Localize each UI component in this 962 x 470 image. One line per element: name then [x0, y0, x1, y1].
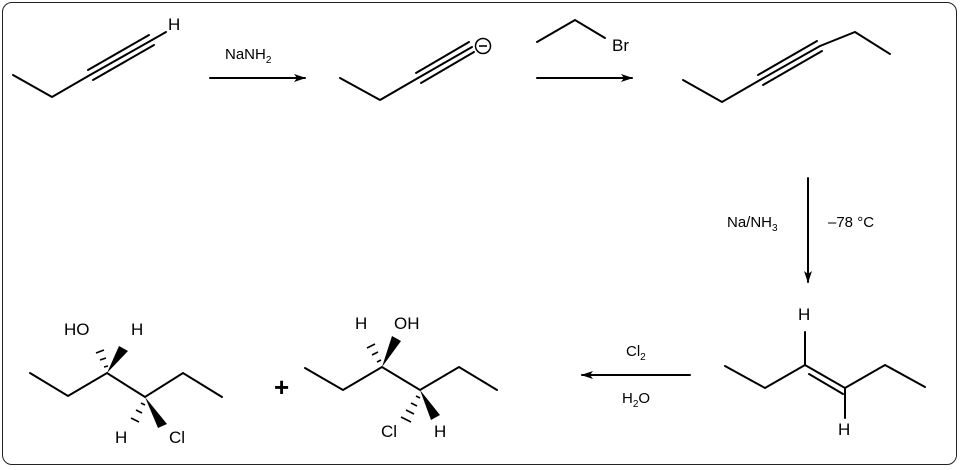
molecule-3-hexyne — [682, 30, 891, 104]
atom-h: H — [434, 422, 447, 441]
reagent-text: Na/NH — [727, 214, 773, 231]
atom-h: H — [131, 320, 144, 339]
atom-h: H — [115, 428, 128, 447]
scheme-frame — [2, 2, 957, 465]
atom-br: Br — [612, 36, 629, 55]
reagent-text: Cl — [626, 343, 641, 360]
molecule-1-butyne — [12, 31, 167, 99]
reagent-text: H — [622, 390, 633, 407]
atom-oh: OH — [394, 314, 420, 333]
product-2-chlorohydrin — [304, 336, 498, 423]
negative-charge-icon — [474, 37, 492, 55]
plus-sign: + — [274, 372, 290, 402]
reagent-cl2: Cl2 — [626, 343, 646, 363]
molecule-ethyl-bromide — [536, 18, 606, 43]
subscript: 2 — [265, 55, 272, 66]
atom-h: H — [838, 420, 851, 439]
subscript: 3 — [772, 223, 778, 234]
reagent-nanh2: NaNH2 — [225, 46, 271, 66]
reagent-na-nh3: Na/NH3 — [727, 214, 778, 234]
atom-cl: Cl — [169, 428, 186, 447]
molecule-trans-3-hexene — [724, 331, 926, 419]
subscript: 2 — [632, 399, 639, 410]
product-1-chlorohydrin — [29, 346, 223, 428]
atom-h: H — [355, 314, 368, 333]
reagent-text: O — [638, 390, 651, 407]
reagent-text: NaNH — [225, 46, 266, 63]
reagent-h2o: H2O — [622, 390, 650, 410]
atom-ho: HO — [64, 320, 90, 339]
subscript: 2 — [640, 352, 646, 363]
reaction-temperature: –78 °C — [828, 214, 875, 231]
molecule-butynide-anion — [339, 37, 492, 102]
atom-h: H — [798, 305, 811, 324]
atom-cl: Cl — [381, 422, 398, 441]
atom-h: H — [168, 15, 181, 34]
